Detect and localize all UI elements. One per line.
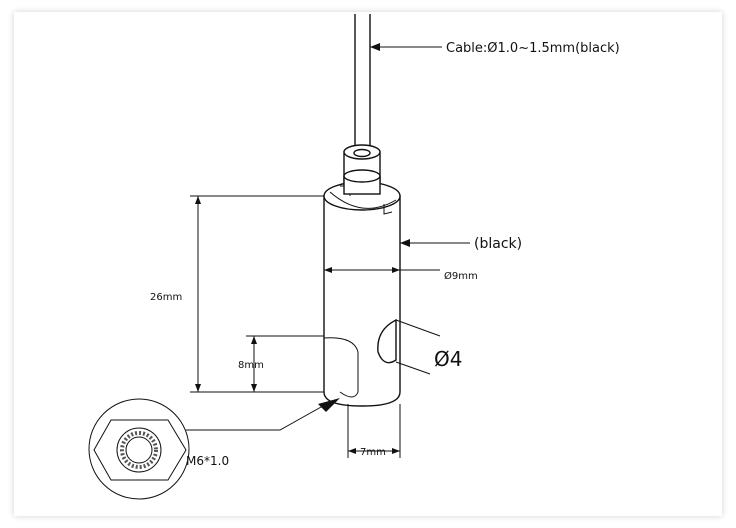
- diameter-body-label: Ø9mm: [444, 270, 478, 282]
- height-total-label: 26mm: [150, 292, 182, 303]
- height-dimension-total: [190, 195, 324, 393]
- thread-detail: [88, 398, 190, 500]
- body-color-leader: [400, 239, 470, 247]
- cable-leader: [370, 43, 442, 51]
- body-color-label: (black): [474, 236, 522, 252]
- detail-arrow: [186, 398, 340, 431]
- hole-leaders: [395, 319, 441, 375]
- thread-label: M6*1.0: [186, 454, 229, 468]
- hole-diameter-label: Ø4: [434, 347, 462, 371]
- width-bottom-label: 7mm: [360, 447, 386, 458]
- height-hole-label: 8mm: [238, 360, 264, 371]
- cable: [354, 14, 371, 150]
- gripper-body: [323, 169, 401, 407]
- height-dimension-hole: [246, 335, 324, 392]
- cable-label: Cable:Ø1.0~1.5mm(black): [446, 41, 620, 56]
- width-dimension-bottom: [347, 404, 401, 458]
- diameter-dimension: [324, 267, 440, 273]
